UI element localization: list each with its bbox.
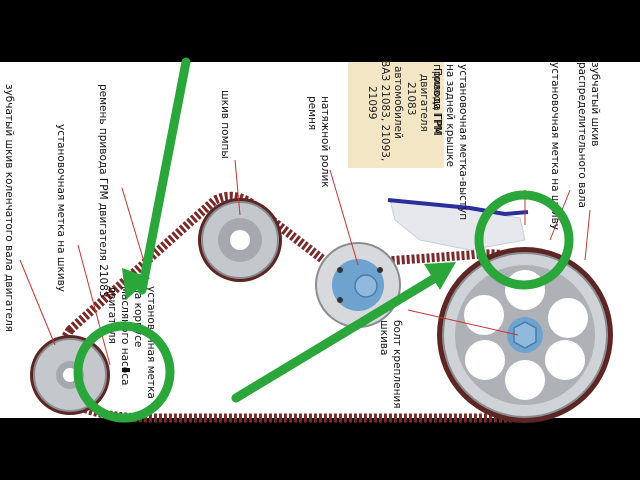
arrow-icon-cam-head xyxy=(424,262,456,290)
arrow-icon-crank-shaft xyxy=(137,57,191,295)
highlight-circle-icon-cam xyxy=(474,190,574,290)
labels: зубчатый шкив коленчатого вала двигателя… xyxy=(3,62,601,409)
caption-line-6: 21099 xyxy=(366,86,378,119)
label-cam-bolt-1: болт крепления xyxy=(391,320,403,409)
cam-sprocket xyxy=(437,247,613,423)
caption-line-4: автомобилей xyxy=(392,66,404,139)
label-oil-mark-2: на корпусе xyxy=(132,286,144,347)
label-belt: ремень привода ГРМ двигателя 21083 xyxy=(97,84,109,298)
caption-line-2: двигателя xyxy=(418,74,430,132)
label-oil-mark-3: масляного насоса xyxy=(119,286,131,385)
label-crank-sprocket: зубчатый шкив коленчатого вала двигателя xyxy=(3,84,15,332)
highlight-circle-icon-crank xyxy=(73,321,175,423)
label-cam-sprocket-2: распределительного вала xyxy=(576,62,588,208)
label-tensioner-2: ремня xyxy=(306,96,318,130)
label-cam-sprocket-1: зубчатый шкив xyxy=(589,62,601,146)
label-oil-mark-4: двигателя xyxy=(106,286,118,344)
pump-pulley xyxy=(198,198,282,282)
label-housing-mark-1: установочная метка-выступ xyxy=(457,64,469,220)
label-pump: шкив помпы xyxy=(219,90,231,159)
arrow-icon-cam-shaft xyxy=(231,270,445,403)
label-cam-mark: установочная метка на шкиву xyxy=(549,62,561,230)
label-housing-mark-3: привода ГРМ xyxy=(431,64,443,136)
caption-box: Привод ГРМ двигателя 21083 автомобилей В… xyxy=(348,60,444,168)
arrow-icon-crank-head xyxy=(122,268,150,300)
highlights xyxy=(73,57,574,423)
tensioner-roller xyxy=(315,242,401,328)
label-crank-mark: установочная метка на шкиву xyxy=(55,124,67,292)
label-oil-mark-1: установочная метка xyxy=(145,286,157,399)
caption-line-5: ВАЗ 21083, 21093, xyxy=(379,60,391,161)
label-tensioner-1: натяжной ролик xyxy=(319,96,331,188)
label-housing-mark-2: на задней крышке xyxy=(444,64,456,167)
caption-line-3: 21083 xyxy=(405,82,417,115)
caption-line-1: Привод ГРМ xyxy=(431,68,443,134)
label-cam-bolt-2: шкива xyxy=(378,320,390,355)
